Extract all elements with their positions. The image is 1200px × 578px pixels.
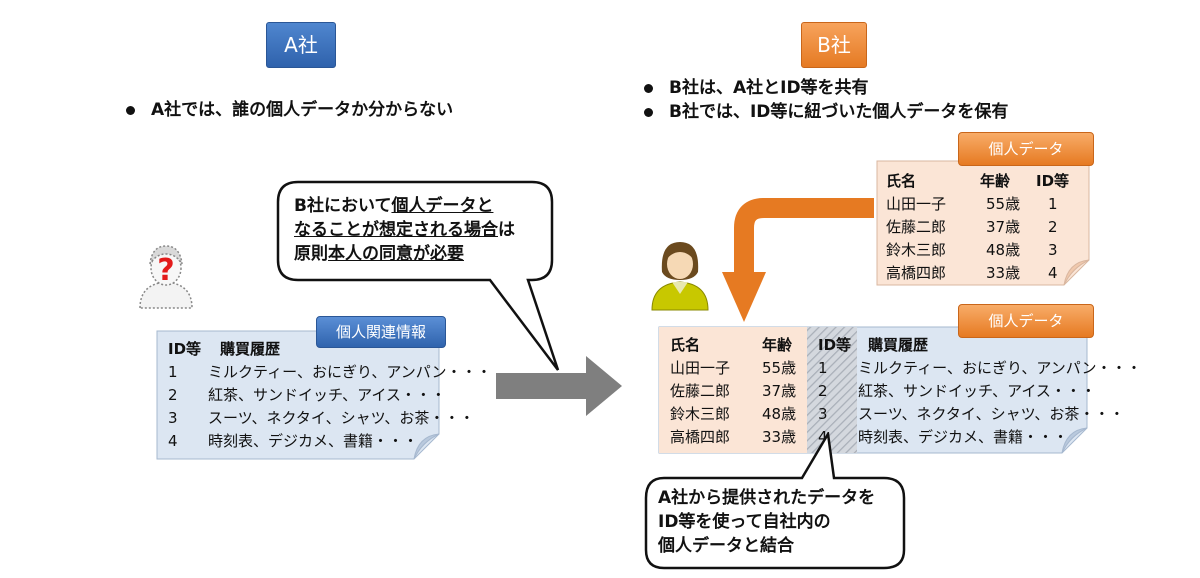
table-row: 高橋四郎 33歳 4 時刻表、デジカメ、書籍・・・ [670,426,1142,449]
cell-id: 1 [1048,195,1058,213]
cell-age: 37歳 [986,218,1021,236]
cell-history: スーツ、ネクタイ、シャツ、お茶・・・ [858,405,1125,423]
cell-age: 48歳 [986,241,1021,259]
cell-age: 33歳 [762,428,797,446]
header-id: ID等 [168,340,202,358]
table-row: 2 紅茶、サンドイッチ、アイス・・・ [168,384,492,407]
table-row: 高橋四郎 33歳 4 [886,262,1069,285]
center-callout-text: B社において個人データと なることが想定される場合は 原則本人の同意が必要 [294,194,515,266]
table-row: 4 時刻表、デジカメ、書籍・・・ [168,430,492,453]
person-icon [650,236,710,312]
callout-line-underlined: 個人データと [391,196,494,216]
cell-name: 佐藤二郎 [670,382,731,400]
company-b-combined-note: 氏名 年齢 ID等 購買履歴 山田一子 55歳 1 ミルクティー、おにぎり、アンパン・… [658,326,1142,454]
company-b-bullets: B社は、A社とID等を共有 B社では、ID等に紐づいた個人データを保有 [644,76,1008,124]
cell-id: 1 [168,363,178,381]
cell-id: 2 [1048,218,1058,236]
cell-id: 3 [1048,241,1058,259]
header-history: 購買履歴 [868,336,929,354]
table-row: 山田一子 55歳 1 [886,193,1069,216]
cell-age: 37歳 [762,382,797,400]
combined-table: 氏名 年齢 ID等 購買履歴 山田一子 55歳 1 ミルクティー、おにぎり、アンパン・… [670,334,1142,449]
cell-history: 紅茶、サンドイッチ、アイス・・・ [208,386,446,404]
bottom-callout-text: A社から提供されたデータを ID等を使って自社内の 個人データと結合 [658,486,875,558]
table-header-row: 氏名 年齢 ID等 購買履歴 [670,334,1142,357]
cell-name: 鈴木三郎 [886,241,947,259]
cell-history: 時刻表、デジカメ、書籍・・・ [858,428,1069,446]
table-row: 山田一子 55歳 1 ミルクティー、おにぎり、アンパン・・・ [670,357,1142,380]
center-callout: B社において個人データと なることが想定される場合は 原則本人の同意が必要 [276,180,596,380]
company-a-note: ID等 購買履歴 1 ミルクティー、おにぎり、アンパン・・・ 2 紅茶、サンドイッチ… [156,330,492,460]
cell-age: 48歳 [762,405,797,423]
table-row: 鈴木三郎 48歳 3 [886,239,1069,262]
cell-name: 高橋四郎 [670,428,731,446]
cell-history: スーツ、ネクタイ、シャツ、お茶・・・ [208,409,475,427]
callout-line-underlined: なることが想定される場合 [294,220,498,240]
tag-personal-data-top: 個人データ [958,132,1094,166]
header-name: 氏名 [670,336,701,354]
cell-id: 4 [168,432,178,450]
callout-line: 個人データと結合 [658,536,794,556]
company-b-personal-data-note: 氏名 年齢 ID等 山田一子 55歳 1 佐藤二郎 37歳 2 鈴木三郎 48歳 3 高橋四… [876,160,1090,286]
question-mark: ? [157,253,175,288]
company-b-bullet-text: B社では、ID等に紐づいた個人データを保有 [669,102,1009,122]
callout-line-underlined: 本人の同意が必要 [328,244,464,264]
cell-history: 紅茶、サンドイッチ、アイス・・・ [858,382,1096,400]
header-age: 年齢 [980,172,1011,190]
cell-age: 55歳 [986,195,1021,213]
cell-id: 3 [168,409,178,427]
gray-right-arrow [496,356,624,416]
cell-name: 山田一子 [886,195,947,213]
company-b-bullet-text: B社は、A社とID等を共有 [669,78,869,98]
cell-history: ミルクティー、おにぎり、アンパン・・・ [208,363,492,381]
cell-history: ミルクティー、おにぎり、アンパン・・・ [858,359,1142,377]
table-row: 鈴木三郎 48歳 3 スーツ、ネクタイ、シャツ、お茶・・・ [670,403,1142,426]
company-a-header: A社 [266,22,336,68]
tag-personal-data-combined: 個人データ [958,304,1094,338]
cell-age: 33歳 [986,264,1021,282]
table-row: 1 ミルクティー、おにぎり、アンパン・・・ [168,361,492,384]
cell-id: 2 [168,386,178,404]
cell-name: 山田一子 [670,359,731,377]
callout-line: A社から提供されたデータを [658,488,876,508]
table-header-row: 氏名 年齢 ID等 [886,170,1069,193]
callout-line: ID等を使って自社内の [658,512,831,532]
bullet-dot [644,107,653,117]
cell-id: 4 [1048,264,1058,282]
personal-data-table: 氏名 年齢 ID等 山田一子 55歳 1 佐藤二郎 37歳 2 鈴木三郎 48歳 3 高橋四… [886,170,1069,285]
bullet-dot [644,83,653,93]
company-a-bullet-text: A社では、誰の個人データか分からない [151,100,454,120]
cell-name: 佐藤二郎 [886,218,947,236]
callout-line: 原則 [294,244,328,264]
company-a-bullets: A社では、誰の個人データか分からない [126,98,453,122]
bottom-callout: A社から提供されたデータを ID等を使って自社内の 個人データと結合 [644,430,908,572]
table-row: 佐藤二郎 37歳 2 紅茶、サンドイッチ、アイス・・・ [670,380,1142,403]
table-row: 佐藤二郎 37歳 2 [886,216,1069,239]
callout-line: は [498,220,515,240]
cell-name: 鈴木三郎 [670,405,731,423]
header-history: 購買履歴 [220,340,281,358]
cell-id: 4 [818,428,828,446]
table-row: 3 スーツ、ネクタイ、シャツ、お茶・・・ [168,407,492,430]
bullet-dot [126,105,135,115]
company-b-header: B社 [801,22,867,68]
header-name: 氏名 [886,172,917,190]
header-id: ID等 [818,336,852,354]
cell-id: 2 [818,382,828,400]
company-a-table: ID等 購買履歴 1 ミルクティー、おにぎり、アンパン・・・ 2 紅茶、サンドイッチ… [168,338,492,453]
header-age: 年齢 [762,336,793,354]
cell-id: 3 [818,405,828,423]
orange-bent-arrow [716,196,876,326]
table-header-row: ID等 購買履歴 [168,338,492,361]
cell-id: 1 [818,359,828,377]
cell-history: 時刻表、デジカメ、書籍・・・ [208,432,419,450]
unknown-person-icon: ? [136,240,196,310]
callout-line: B社において [294,196,392,216]
tag-related-info: 個人関連情報 [316,316,446,348]
header-id: ID等 [1036,172,1070,190]
cell-age: 55歳 [762,359,797,377]
cell-name: 高橋四郎 [886,264,947,282]
